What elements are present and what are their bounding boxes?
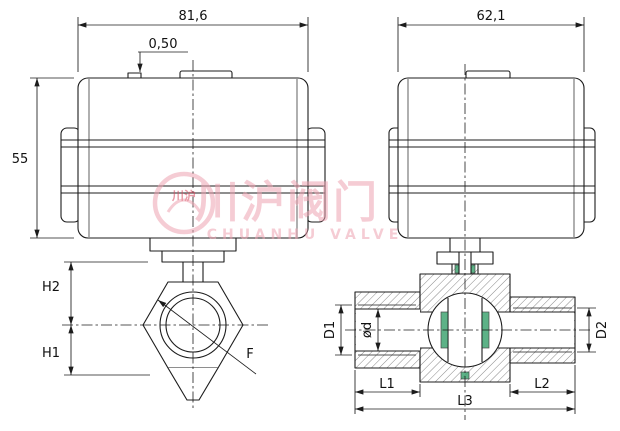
side-view: 62,1 D1 ød D2 L1 L2 L3 — [323, 9, 610, 420]
front-left-ear — [60, 127, 81, 223]
side-housing-body — [397, 77, 585, 239]
front-dim-h1-label: H1 — [42, 346, 60, 361]
front-view: 81,6 0,50 55 H2 H1 F — [12, 9, 326, 408]
side-dims-length: L1 L2 L3 — [354, 365, 576, 414]
watermark-logo-swirl — [166, 198, 202, 213]
front-dim-h2-h1: H2 H1 — [42, 261, 150, 376]
side-dim-width: 62,1 — [397, 9, 585, 72]
side-dim-d1: D1 — [323, 304, 352, 356]
side-dim-bore: ød — [360, 309, 381, 351]
watermark-logo-text: 川沪 — [171, 188, 196, 203]
watermark-brand-en: CHUANHU VALVE — [207, 227, 404, 243]
front-dim-width-label: 81,6 — [179, 9, 208, 24]
front-lid-step — [127, 72, 142, 78]
front-dim-step: 0,50 — [137, 37, 188, 72]
front-dim-width: 81,6 — [77, 9, 309, 72]
side-dim-l3-label: L3 — [457, 394, 473, 409]
side-dim-d2: D2 — [577, 307, 610, 353]
front-dim-height-label: 55 — [12, 152, 29, 167]
watermark-brand-cn: 川沪阀门 — [195, 177, 379, 228]
watermark: 川沪 川沪阀门 CHUANHU VALVE — [152, 171, 404, 243]
front-dim-f-label: F — [246, 347, 253, 362]
side-dim-bore-label: ød — [360, 322, 375, 338]
dimension-line-f — [157, 299, 257, 375]
side-dim-l2-label: L2 — [534, 377, 550, 392]
front-dim-f: F — [157, 299, 257, 375]
front-dim-height: 55 — [12, 77, 74, 239]
front-dim-step-label: 0,50 — [149, 37, 178, 52]
watermark-logo-circle — [152, 171, 216, 235]
front-dim-h2-label: H2 — [42, 280, 60, 295]
side-dim-d2-label: D2 — [595, 321, 610, 339]
side-dim-width-label: 62,1 — [477, 9, 506, 24]
side-dim-d1-label: D1 — [323, 321, 338, 339]
side-actuator-housing — [388, 70, 596, 239]
side-dim-l1-label: L1 — [379, 377, 395, 392]
